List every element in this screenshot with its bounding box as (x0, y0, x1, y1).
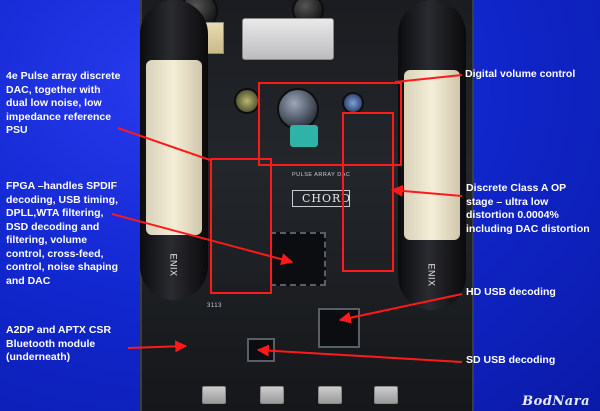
bottom-button-1 (202, 386, 226, 404)
watermark: BodNara (522, 394, 590, 409)
label-class-a-text: Discrete Class A OP stage – ultra low di… (466, 182, 590, 235)
bottom-button-3 (318, 386, 342, 404)
label-class-a: Discrete Class A OP stage – ultra low di… (466, 182, 594, 236)
board-serial: 3113 (207, 303, 222, 309)
brand-plate (292, 190, 350, 207)
label-fpga-text: FPGA –handles SPDIF decoding, USB timing… (6, 180, 119, 287)
teal-component (290, 125, 318, 147)
bottom-button-2 (260, 386, 284, 404)
label-bluetooth-text: A2DP and APTX CSR Bluetooth module (unde… (6, 324, 112, 363)
pulse-array-box (210, 158, 272, 294)
label-volume-control: Digital volume control (465, 68, 576, 80)
label-hd-usb: HD USB decoding (466, 286, 556, 298)
capacitor-top (234, 88, 260, 114)
label-pulse-array-text: 4e Pulse array discrete DAC, together wi… (6, 70, 121, 136)
label-sd-usb: SD USB decoding (466, 354, 556, 366)
line-pulse-array (117, 127, 211, 161)
label-fpga: FPGA –handles SPDIF decoding, USB timing… (6, 180, 118, 288)
label-pulse-array: 4e Pulse array discrete DAC, together wi… (6, 70, 124, 138)
brand-logo: CHORD (302, 192, 352, 205)
bottom-button-4 (374, 386, 398, 404)
line-sd-usb (256, 344, 463, 363)
label-bluetooth: A2DP and APTX CSR Bluetooth module (unde… (6, 324, 124, 365)
volume-control-box (258, 82, 402, 166)
battery-right-label (404, 70, 460, 240)
hd-usb-chip (318, 308, 360, 348)
battery-right: ENIX (398, 0, 466, 310)
line-hd-usb (338, 293, 463, 324)
usb-connector (242, 18, 334, 60)
line-bluetooth (127, 340, 188, 353)
battery-left: ENIX (140, 0, 208, 300)
line-volume (394, 74, 463, 83)
board-logo-line: PULSE ARRAY DAC (292, 172, 351, 178)
line-fpga (111, 213, 294, 266)
line-class-a (390, 184, 463, 197)
